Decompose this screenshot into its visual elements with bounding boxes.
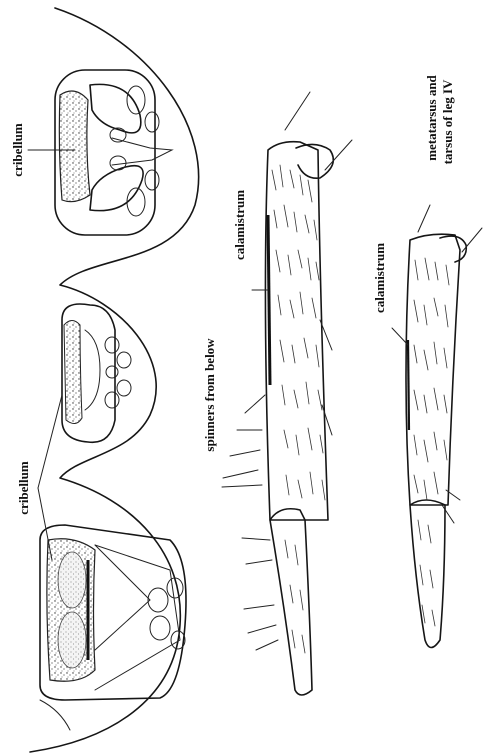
calamistrum-label-upper: calamistrum [232,190,247,260]
spinner-group-middle [62,304,131,442]
leader-line-cribellum-bottom-a [38,395,62,488]
cribellum-label-bottom: cribellum [16,461,31,515]
leg-lower [406,205,482,648]
spinners-from-below-label: spinners from below [202,338,217,452]
calamistrum-bar-upper [268,215,270,385]
leg-upper [222,92,352,695]
leg-caption-line2: tarsus of leg IV [440,79,455,164]
calamistrum-bar-lower [408,340,409,430]
cribellum-label-top: cribellum [10,123,25,177]
leg-caption-line1: metatarsus and [424,74,439,160]
cribellum-plate-top [59,91,90,202]
calamistrum-label-lower: calamistrum [372,243,387,313]
spinner-group-top [28,70,172,235]
spinner-group-bottom [40,525,186,730]
cribellum-plate-middle [64,321,82,424]
